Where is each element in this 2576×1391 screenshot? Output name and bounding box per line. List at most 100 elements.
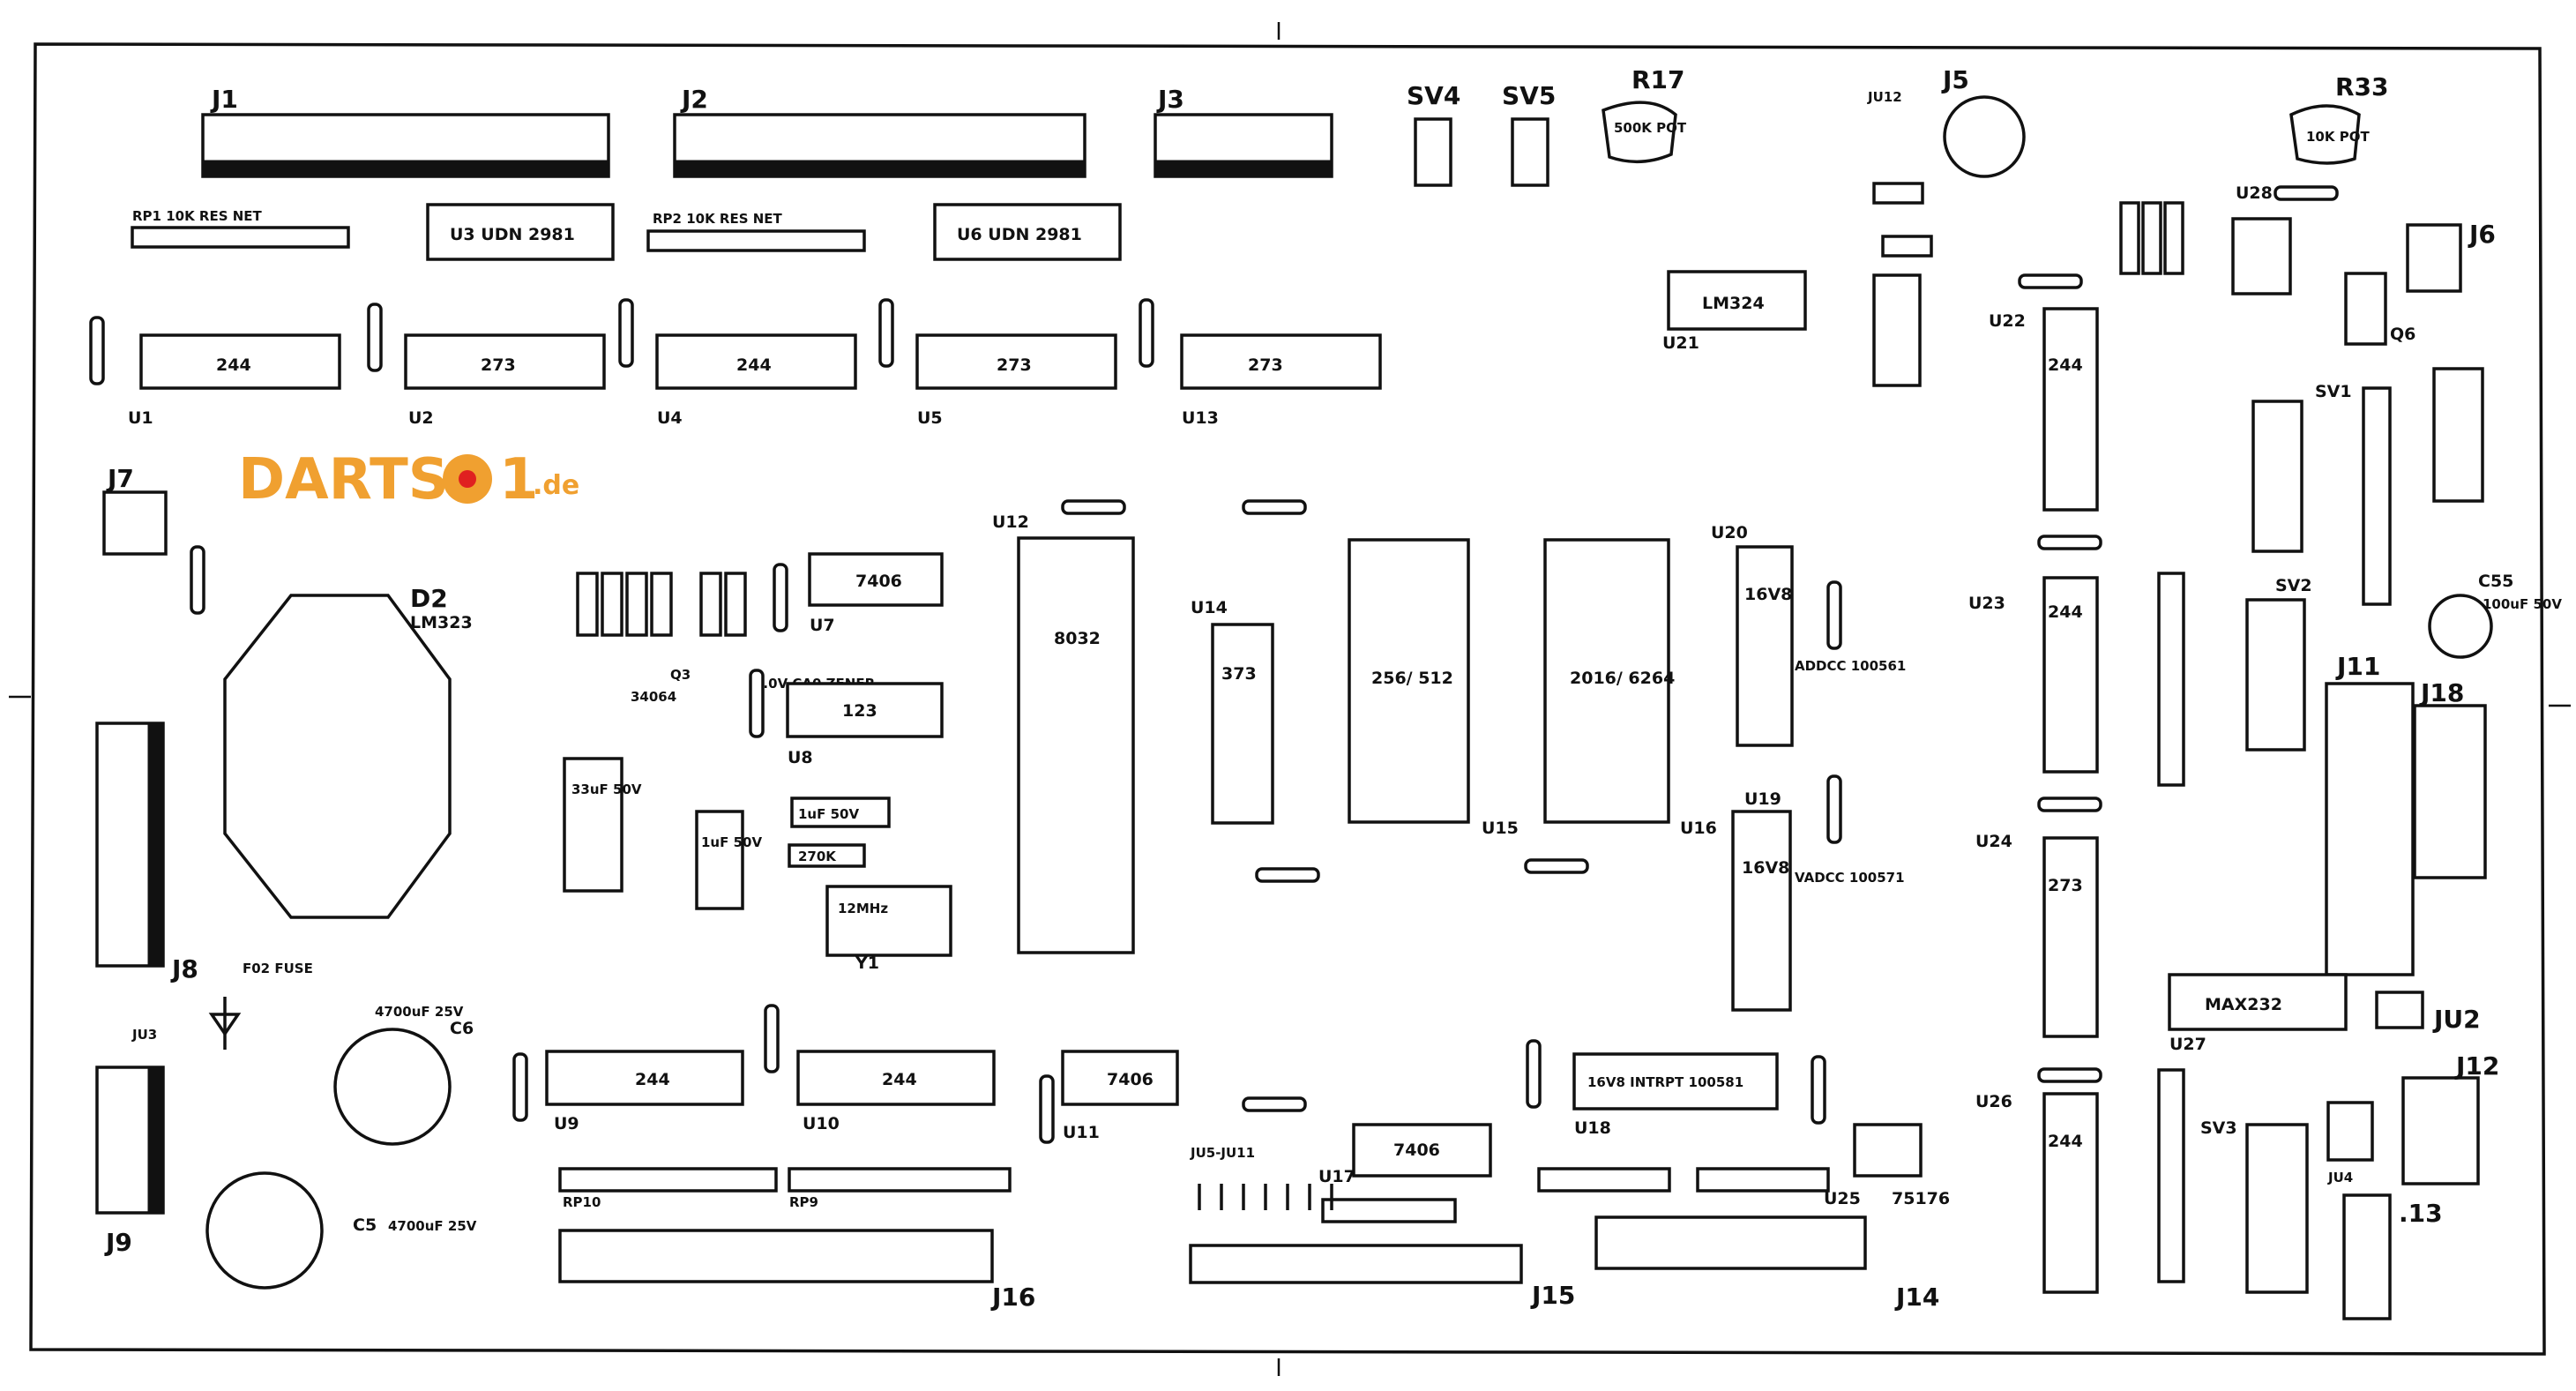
- jumper-ju4[interactable]: [2326, 1101, 2374, 1162]
- switch-sv2: [2245, 598, 2306, 752]
- j14-label: J14: [1894, 1283, 1939, 1312]
- u5-label: U5: [917, 408, 943, 428]
- potentiometer-r17[interactable]: [1602, 101, 1677, 164]
- rp2-label: RP2 10K RES NET: [653, 211, 783, 227]
- j8-label: J8: [170, 954, 198, 983]
- u26-label: U26: [1975, 1092, 2012, 1111]
- connector-j14: [1594, 1215, 1867, 1270]
- j9-label: J9: [104, 1228, 132, 1257]
- u24-body: 273: [2048, 876, 2083, 895]
- ic-u19: [1731, 810, 1792, 1012]
- u28-label: U28: [2236, 183, 2273, 203]
- capacitor-c13: [695, 810, 744, 910]
- u3-body: U3 UDN 2981: [450, 225, 575, 244]
- u8-body: 123: [842, 701, 877, 721]
- u26-body: 244: [2048, 1132, 2083, 1151]
- r17-value: 500K POT: [1614, 120, 1687, 136]
- u4-body: 244: [736, 355, 772, 375]
- c15-value: 1uF 50V: [798, 806, 859, 822]
- resistor-network-rp3: [2362, 386, 2392, 606]
- resistor-network-rp5: [2157, 1068, 2185, 1283]
- u8-label: U8: [788, 748, 813, 767]
- ic-u26: [2042, 1092, 2099, 1294]
- ic-u6: [933, 203, 1122, 261]
- u15-label: U15: [1482, 819, 1519, 838]
- connector-j7: [102, 490, 168, 556]
- jumper-ju2[interactable]: [2375, 991, 2424, 1029]
- sv5-label: SV5: [1502, 81, 1556, 110]
- u10-label: U10: [803, 1114, 840, 1133]
- capacitor-c5: [205, 1171, 324, 1290]
- ic-u20: [1736, 545, 1794, 747]
- connector-j12: [2401, 1076, 2480, 1185]
- watermark-one: 1: [499, 447, 539, 512]
- ic-u10: [796, 1050, 996, 1106]
- board-outline: [29, 42, 2546, 1356]
- j13-label: .13: [2399, 1199, 2443, 1228]
- u27-label: U27: [2169, 1035, 2206, 1054]
- resistor-network-rp9: [788, 1167, 1012, 1193]
- rp10-label: RP10: [563, 1194, 601, 1210]
- u20-label: U20: [1711, 523, 1748, 542]
- u17-body: 7406: [1393, 1140, 1440, 1160]
- sv4-label: SV4: [1407, 81, 1460, 110]
- potentiometer-r33[interactable]: [2289, 104, 2361, 165]
- j18-label: J18: [2419, 678, 2464, 707]
- u1-body: 244: [216, 355, 251, 375]
- connector-j15: [1189, 1244, 1523, 1284]
- u9-body: 244: [635, 1070, 670, 1089]
- j5-label: J5: [1941, 65, 1969, 94]
- ic-u9: [545, 1050, 744, 1106]
- switch-sv1: [2251, 400, 2303, 553]
- ic-u21: [1667, 270, 1807, 331]
- ju3-label: JU3: [131, 1027, 157, 1043]
- ju4-label: JU4: [2327, 1170, 2353, 1185]
- u27-body: MAX232: [2205, 995, 2282, 1014]
- ic-u15: [1348, 538, 1470, 824]
- q3-body: 34064: [631, 689, 676, 705]
- u19-note: VADCC 100571: [1795, 870, 1905, 886]
- ic-row-top: 244 U1 273 U2 244 U4 273 U5 273 U13: [128, 333, 1382, 428]
- d2-label: D2: [410, 584, 448, 613]
- capacitor-c6: [333, 1028, 452, 1146]
- u11-body: 7406: [1107, 1070, 1154, 1089]
- u20-note: ADDCC 100561: [1795, 658, 1906, 674]
- ic-u2: [404, 333, 606, 390]
- u2-label: U2: [408, 408, 434, 428]
- decoupling-capacitors: [89, 185, 2339, 1144]
- u19-label: U19: [1744, 789, 1781, 809]
- ic-u13: [1180, 333, 1382, 390]
- jumper-pins-ju5-ju11[interactable]: [1198, 1184, 1333, 1210]
- ic-u16: [1543, 538, 1670, 824]
- u18-body: 16V8 INTRPT 100581: [1587, 1074, 1743, 1090]
- u7-body: 7406: [855, 572, 902, 591]
- u21-body: LM324: [1702, 294, 1765, 313]
- ic-u12: [1017, 536, 1135, 954]
- q3-label: Q3: [670, 667, 691, 683]
- watermark-text: DARTS: [238, 447, 449, 512]
- u14-label: U14: [1191, 598, 1228, 617]
- u6-body: U6 UDN 2981: [957, 225, 1082, 244]
- r17-label: R17: [1631, 65, 1685, 94]
- resistor-r9: [788, 843, 866, 868]
- resistor-array-r29: [2119, 201, 2184, 275]
- ic-u14: [1211, 623, 1274, 825]
- j15-label: J15: [1530, 1281, 1575, 1310]
- switch-sv3: [2245, 1123, 2309, 1294]
- switch-sv4: [1414, 117, 1452, 187]
- ju12-label: JU12: [1867, 89, 1902, 105]
- y1-body: 12MHz: [838, 901, 888, 916]
- u17-label: U17: [1318, 1167, 1355, 1186]
- u9-label: U9: [554, 1114, 579, 1133]
- d2-body: LM323: [410, 613, 473, 632]
- jus-label: JU5-JU11: [1190, 1145, 1255, 1161]
- u7-label: U7: [810, 616, 835, 635]
- c13-value: 1uF 50V: [701, 834, 762, 850]
- resistor-ladder-r24: [1872, 182, 1933, 387]
- ic-u22: [2042, 307, 2099, 512]
- u15-body: 256/ 512: [1371, 669, 1453, 688]
- capacitor-c11: [563, 757, 623, 893]
- ic-u5: [915, 333, 1117, 390]
- u16-label: U16: [1680, 819, 1717, 838]
- resistor-network-rp2: [646, 229, 866, 252]
